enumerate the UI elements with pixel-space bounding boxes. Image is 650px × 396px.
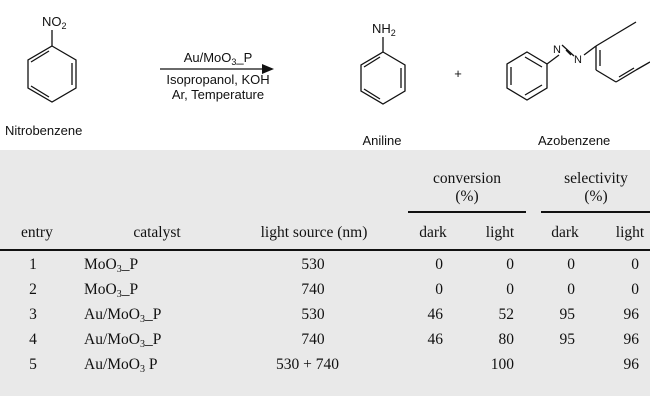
cell-entry: 5 — [29, 356, 37, 373]
cell-selectivity-light: 96 — [623, 306, 640, 323]
col-header-selectivity-dark: dark — [551, 224, 579, 241]
conversion-header-rule — [408, 211, 526, 213]
col-header-conversion-dark: dark — [419, 224, 447, 241]
cell-conversion-dark: 0 — [435, 256, 443, 273]
cell-conversion-dark: 46 — [427, 331, 444, 348]
cell-conversion-light: 0 — [506, 281, 514, 298]
header-bottom-rule — [0, 249, 650, 251]
cell-selectivity-dark: 95 — [559, 306, 576, 323]
azo-n-right: N — [574, 54, 582, 66]
cell-conversion-light: 52 — [498, 306, 515, 323]
cell-selectivity-dark: 0 — [567, 256, 575, 273]
amine-group-label: NH2 — [372, 21, 396, 38]
cell-selectivity-light: 96 — [623, 331, 640, 348]
cell-light-source: 530 + 740 — [276, 356, 339, 373]
cell-conversion-light: 100 — [490, 356, 514, 373]
conversion-group-header: conversion (%) — [432, 170, 502, 205]
cell-entry: 4 — [29, 331, 37, 348]
col-header-selectivity-light: light — [615, 224, 645, 241]
cell-catalyst: Au/MoO3_P — [84, 331, 162, 350]
azo-n-left: N — [553, 44, 561, 56]
catalyst-label: Au/MoO3_P — [184, 50, 253, 67]
nitrobenzene-structure — [27, 30, 77, 103]
cell-catalyst: MoO3_P — [84, 281, 139, 300]
cell-conversion-dark: 46 — [427, 306, 444, 323]
cell-light-source: 740 — [301, 331, 325, 348]
cell-conversion-light: 80 — [498, 331, 515, 348]
cell-selectivity-light: 0 — [631, 256, 639, 273]
col-header-light-source: light source (nm) — [260, 224, 368, 241]
reaction-arrow — [160, 64, 274, 74]
cell-selectivity-light: 96 — [623, 356, 640, 373]
conditions-line-2: Ar, Temperature — [172, 87, 264, 102]
conditions-line-1: Isopropanol, KOH — [166, 72, 269, 87]
cell-catalyst: MoO3_P — [84, 256, 139, 275]
product-azobenzene-name: Azobenzene — [538, 133, 610, 148]
col-header-conversion-light: light — [485, 224, 515, 241]
cell-catalyst: Au/MoO3_P — [84, 306, 162, 325]
results-table: conversion (%) selectivity (%) entry cat… — [0, 150, 650, 396]
cell-light-source: 530 — [301, 306, 325, 323]
reaction-scheme: NO2 Nitrobenzene Au/MoO3_P Isopropanol, … — [5, 14, 650, 148]
cell-light-source: 530 — [301, 256, 325, 273]
cell-conversion-light: 0 — [506, 256, 514, 273]
cell-selectivity-dark: 95 — [559, 331, 576, 348]
cell-entry: 2 — [29, 281, 37, 298]
col-header-entry: entry — [21, 224, 53, 241]
aniline-structure — [360, 37, 406, 105]
cell-entry: 1 — [29, 256, 37, 273]
nitro-group-label: NO2 — [42, 14, 67, 31]
cell-entry: 3 — [29, 306, 37, 323]
cell-catalyst: Au/MoO3 P — [84, 356, 158, 375]
azobenzene-structure — [506, 21, 650, 101]
cell-selectivity-light: 0 — [631, 281, 639, 298]
selectivity-group-header: selectivity (%) — [564, 170, 628, 205]
cell-selectivity-dark: 0 — [567, 281, 575, 298]
col-header-catalyst: catalyst — [133, 224, 181, 241]
plus-sign: + — [454, 66, 462, 81]
cell-light-source: 740 — [301, 281, 325, 298]
product-aniline-name: Aniline — [362, 133, 401, 148]
reactant-name: Nitrobenzene — [5, 123, 82, 138]
cell-conversion-dark: 0 — [435, 281, 443, 298]
selectivity-header-rule — [541, 211, 650, 213]
